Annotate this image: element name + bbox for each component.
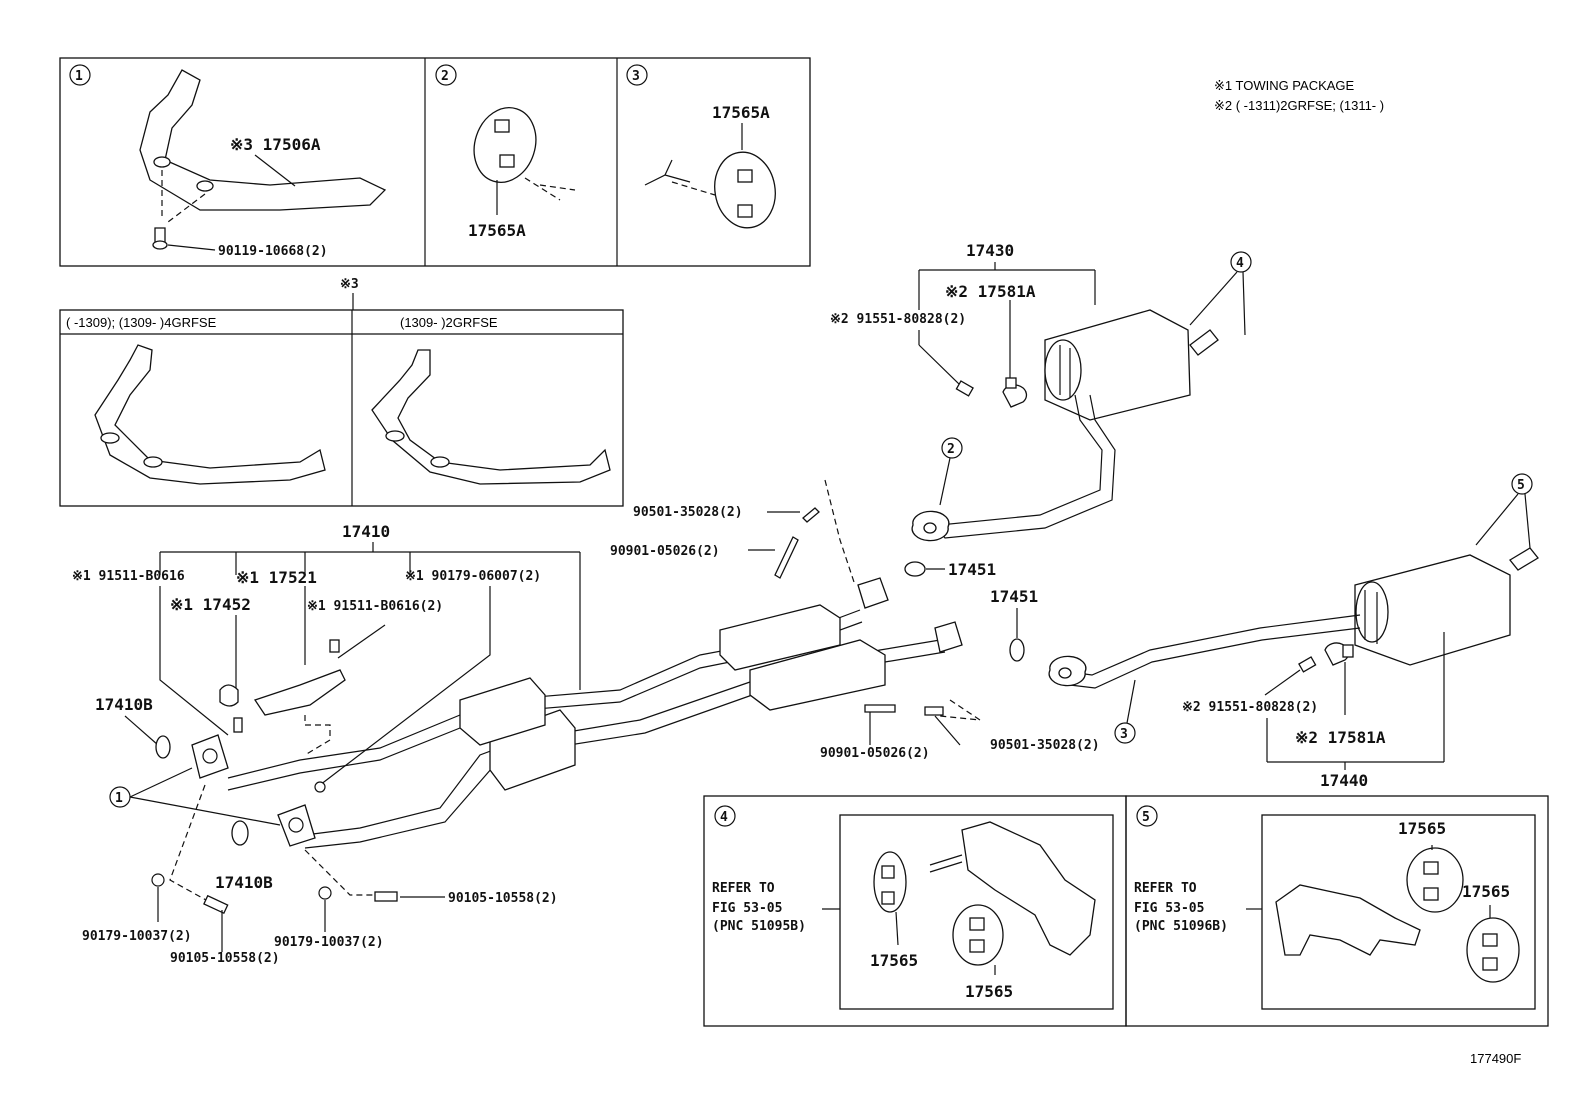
hanger-17565-shape [1466, 917, 1520, 983]
gasket-label: 17410B [215, 873, 273, 892]
bolt-label: ※2 91551-80828(2) [1182, 700, 1318, 715]
bracket-17506a-shape [139, 69, 387, 211]
nut-label: 90179-10037(2) [82, 929, 192, 944]
gasket-17451-shape [904, 561, 926, 577]
cat-converter-rear-lower [749, 639, 886, 711]
callout-3: 3 [1120, 727, 1128, 742]
bolt-shape [864, 704, 896, 713]
variant-box: ※3 ( -1309); (1309- )4GRFSE (1309- )2GRF… [59, 277, 624, 507]
detail-box-5[interactable]: 5 REFER TO FIG 53-05 (PNC 51096B) 17565 … [1125, 795, 1549, 1027]
callout-number: 2 [441, 69, 449, 84]
detail-box-4[interactable]: 4 REFER TO FIG 53-05 (PNC 51095B) 17565 … [703, 795, 1127, 1027]
spring-shape [924, 706, 944, 716]
flange-rear-upper [857, 577, 889, 609]
pnc-label: (PNC 51096B) [1134, 919, 1228, 934]
callout-1: 1 [115, 791, 123, 806]
fig-ref-link[interactable]: FIG 53-05 [1134, 901, 1204, 916]
bolt-label: ※2 91551-80828(2) [830, 312, 966, 327]
hanger-label: 17565 [1398, 819, 1446, 838]
bolt-label: 90901-05026(2) [820, 746, 930, 761]
bolt-label: 90105-10558(2) [170, 951, 280, 966]
muffler-label: 17440 [1320, 771, 1368, 790]
cat-converter-upper [459, 677, 546, 746]
cat-converter-rear-upper [719, 604, 841, 671]
bracket-shape [961, 821, 1096, 956]
gasket-17451-shape [1009, 638, 1025, 662]
spring-shape [802, 507, 820, 523]
hanger-17565a-shape [714, 151, 776, 229]
inset-panel-1[interactable]: 1 90119-10668(2) ※3 17506A [69, 64, 387, 259]
bracket-variant-4grfse [94, 344, 326, 485]
clamp-label: ※1 17452 [170, 595, 251, 614]
legend-note-1: ※1 TOWING PACKAGE [1214, 78, 1355, 93]
flange-rear-lower [934, 621, 963, 653]
bolt-shape [774, 536, 799, 579]
callout-4: 4 [1236, 256, 1244, 271]
variant-left-header: ( -1309); (1309- )4GRFSE [66, 315, 217, 330]
spring-label: 90501-35028(2) [990, 738, 1100, 753]
nut-label: 90179-10037(2) [274, 935, 384, 950]
pnc-label: (PNC 51095B) [712, 919, 806, 934]
sensor-label: ※2 17581A [945, 282, 1036, 301]
gasket-17410b-shape [155, 735, 171, 759]
muffler-upper-shape [1044, 309, 1191, 421]
hanger-label: 17565 [1462, 882, 1510, 901]
bolt-label: 90119-10668(2) [218, 244, 328, 259]
refer-label: REFER TO [712, 881, 775, 896]
hanger-label: 17565 [870, 951, 918, 970]
callout-number: 5 [1142, 810, 1150, 825]
bracket-label: ※3 17506A [230, 135, 321, 154]
gasket-label: 17410B [95, 695, 153, 714]
hanger-label: 17565A [712, 103, 770, 122]
front-pipe-label: 17410 [342, 522, 390, 541]
clamp-bolt-label: ※1 91511-B0616 [72, 569, 185, 584]
hanger-17565-shape [1406, 847, 1464, 913]
muffler-lower-shape [1354, 554, 1511, 666]
tail-pipe-upper-assembly[interactable]: 17430 ※2 17581A ※2 91551-80828(2) 4 2 [830, 241, 1252, 579]
bolt-label: 90901-05026(2) [610, 544, 720, 559]
callout-number: 3 [632, 69, 640, 84]
clamp-shape [219, 684, 239, 707]
callout-number: 1 [75, 69, 83, 84]
hanger-17565-shape [952, 904, 1004, 966]
spring-label: 90501-35028(2) [633, 505, 743, 520]
refer-label: REFER TO [1134, 881, 1197, 896]
front-pipe-assembly[interactable]: 17410 ※1 91511-B0616 ※1 17521 ※1 90179-0… [72, 522, 963, 966]
variant-right-header: (1309- )2GRFSE [400, 315, 498, 330]
callout-number: 4 [720, 810, 728, 825]
legend-note-2: ※2 ( -1311)2GRFSE; (1311- ) [1214, 98, 1384, 113]
hanger-17565a-shape [473, 107, 537, 183]
gasket-label: 17451 [948, 560, 996, 579]
figure-id: 177490F [1470, 1051, 1521, 1066]
inset-panel-2[interactable]: 2 17565A [435, 64, 576, 240]
gasket-17410b-shape [231, 820, 249, 846]
tail-pipe-lower-assembly[interactable]: 17451 5 3 ※2 91551-80828(2) ※2 17581A 17… [990, 473, 1539, 790]
bolt-label: 90105-10558(2) [448, 891, 558, 906]
fig-ref-link[interactable]: FIG 53-05 [712, 901, 782, 916]
hanger-label: 17565 [965, 982, 1013, 1001]
bracket-variant-2grfse [371, 349, 611, 485]
heat-insulator-label: ※1 17521 [236, 568, 317, 587]
bolt-label: ※1 91511-B0616(2) [307, 599, 443, 614]
variant-ref-mark: ※3 [340, 277, 359, 292]
inset-panel-3[interactable]: 3 17565A [626, 64, 781, 233]
sensor-label: ※2 17581A [1295, 728, 1386, 747]
bracket-shape [1275, 884, 1421, 956]
callout-2: 2 [947, 442, 955, 457]
mid-fasteners[interactable]: 90501-35028(2) 90901-05026(2) 90901-0502… [610, 479, 1100, 761]
callout-5: 5 [1517, 478, 1525, 493]
inset-top: 1 90119-10668(2) ※3 17506A 2 17565A [59, 57, 811, 267]
nut-label: ※1 90179-06007(2) [405, 569, 541, 584]
muffler-label: 17430 [966, 241, 1014, 260]
gasket-label: 17451 [990, 587, 1038, 606]
heat-insulator-shape [253, 669, 346, 716]
hanger-label: 17565A [468, 221, 526, 240]
